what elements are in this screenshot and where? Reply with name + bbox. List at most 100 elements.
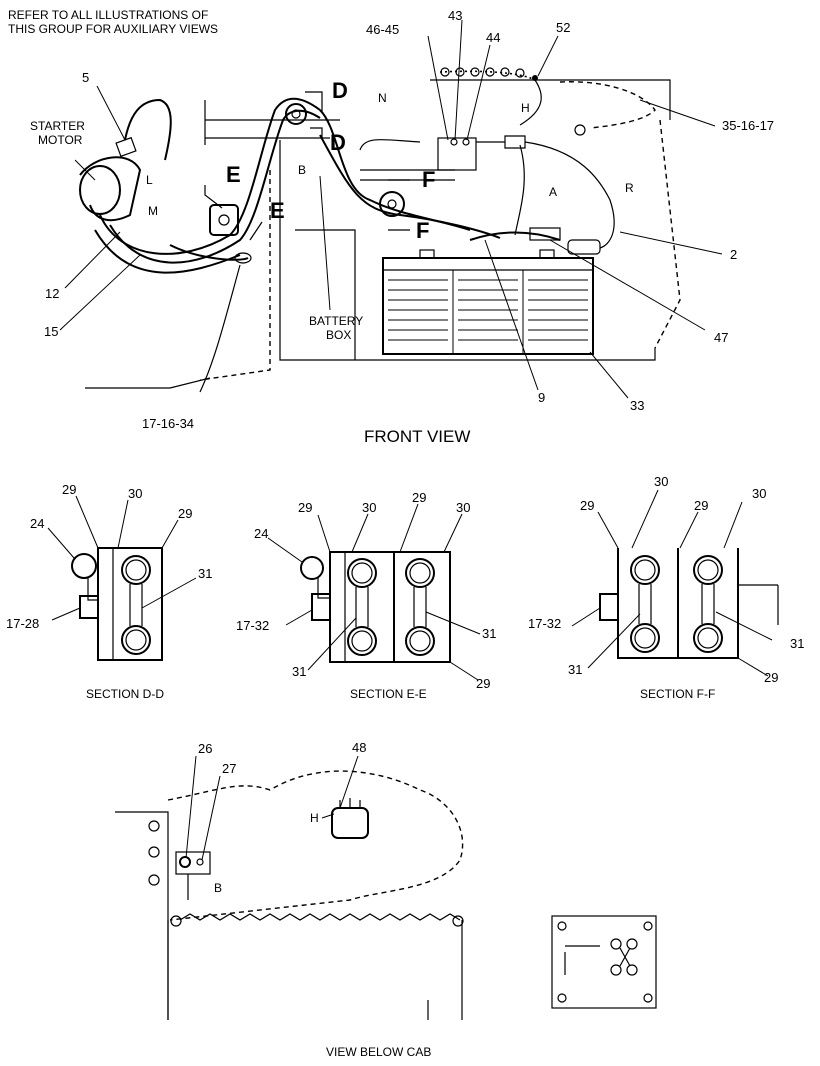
battery-post-pos — [539, 249, 555, 259]
section-mark-f-bottom: F — [416, 218, 429, 243]
header-note-line1: REFER TO ALL ILLUSTRATIONS OF — [8, 8, 208, 22]
ee-callout-24: 24 — [254, 526, 268, 541]
terminal-5 — [115, 136, 137, 158]
cable-35 — [559, 81, 656, 129]
battery-box-label-1: BATTERY — [309, 314, 363, 328]
callout-33: 33 — [630, 398, 644, 413]
cab-callout-27: 27 — [222, 761, 236, 776]
callout-52: 52 — [556, 20, 570, 35]
clip-e — [209, 204, 239, 236]
clip-24 — [71, 553, 97, 579]
callout-9: 9 — [538, 390, 545, 405]
ff-callout-29a: 29 — [580, 498, 594, 513]
leaders-cab — [185, 755, 359, 861]
section-e-marker — [204, 185, 263, 241]
cable-to-battery-2 — [319, 134, 501, 239]
wire-letter-l: L — [146, 173, 153, 187]
ff-callout-29b: 29 — [694, 498, 708, 513]
callout-43: 43 — [448, 8, 462, 23]
starter-motor-body — [79, 165, 121, 215]
ff-callout-17-32: 17-32 — [528, 616, 561, 631]
upper-frame-rail — [430, 79, 671, 120]
cable-m — [109, 109, 321, 264]
cab-callout-26: 26 — [198, 741, 212, 756]
clip-d — [285, 103, 307, 125]
ee-callout-31b: 31 — [482, 626, 496, 641]
terminal-43 — [450, 138, 458, 146]
dd-callout-29a: 29 — [62, 482, 76, 497]
inline-fuse — [476, 135, 526, 149]
ee-callout-29c: 29 — [476, 676, 490, 691]
ff-callout-29c: 29 — [764, 670, 778, 685]
cable-17-16-34 — [169, 244, 249, 261]
ground-terminal — [574, 124, 586, 136]
terminal-27 — [196, 858, 204, 866]
battery-box-inner — [295, 229, 356, 360]
ff-callout-30a: 30 — [654, 474, 668, 489]
terminal-47 — [529, 227, 561, 241]
section-ff: 29 30 29 30 17-32 31 31 29 SECTION F-F — [528, 474, 804, 701]
dd-callout-17-28: 17-28 — [6, 616, 39, 631]
starter-motor-label-2: MOTOR — [38, 133, 83, 147]
dd-callout-29b: 29 — [178, 506, 192, 521]
callout-47: 47 — [714, 330, 728, 345]
ff-callout-30b: 30 — [752, 486, 766, 501]
connector-52 — [532, 75, 538, 81]
mount-bar — [360, 169, 455, 181]
wire-letter-r: R — [625, 181, 634, 195]
terminal-44 — [462, 138, 470, 146]
section-ee: 29 30 29 30 24 17-32 31 31 29 SECTION E-… — [236, 490, 496, 701]
leader-lines — [59, 19, 723, 399]
dd-callout-31: 31 — [198, 566, 212, 581]
leaders-dd — [47, 495, 197, 621]
ee-callout-29a: 29 — [298, 500, 312, 515]
cable-l — [124, 98, 172, 161]
connector-2 — [567, 239, 601, 255]
cab-floor-outline — [167, 770, 464, 921]
harness-beads — [440, 67, 525, 78]
header-note-line2: THIS GROUP FOR AUXILIARY VIEWS — [8, 22, 218, 36]
hidden-frame — [199, 170, 271, 381]
cab-frame-right — [427, 920, 463, 1020]
battery-33 — [382, 257, 594, 355]
clamp-strap — [129, 584, 143, 626]
starter-motor-label-1: STARTER — [30, 119, 85, 133]
battery-box-outline — [279, 140, 656, 361]
ff-callout-31b: 31 — [790, 636, 804, 651]
dd-callout-24: 24 — [30, 516, 44, 531]
section-mark-d-bottom: D — [330, 130, 346, 155]
ee-callout-30b: 30 — [456, 500, 470, 515]
section-mark-f-top: F — [422, 167, 435, 192]
section-d-marker — [305, 91, 323, 140]
serrated-edge — [179, 913, 461, 921]
wire-letter-n: N — [378, 91, 387, 105]
callout-12: 12 — [45, 286, 59, 301]
wire-letter-b: B — [298, 163, 306, 177]
front-view-title: FRONT VIEW — [364, 427, 470, 446]
battery-box-label-2: BOX — [326, 328, 351, 342]
section-f-marker — [388, 179, 410, 231]
callout-46-45: 46-45 — [366, 22, 399, 37]
ee-callout-31a: 31 — [292, 664, 306, 679]
cab-edge-hidden — [654, 119, 681, 349]
view-below-cab-caption: VIEW BELOW CAB — [326, 1045, 431, 1059]
wire-letter-a: A — [549, 185, 557, 199]
leaders-ee — [267, 503, 481, 681]
terminal-plate — [175, 851, 211, 875]
callout-17-16-34: 17-16-34 — [142, 416, 194, 431]
view-below-cab: 26 27 48 H B VIEW BELOW CAB — [115, 740, 657, 1059]
auxiliary-plate — [551, 915, 657, 1009]
section-mark-d-top: D — [332, 78, 348, 103]
section-dd: 29 30 29 24 31 17-28 SECTION D-D — [6, 482, 212, 701]
cab-wire-letter-b: B — [214, 881, 222, 895]
ee-callout-30a: 30 — [362, 500, 376, 515]
cab-callout-48: 48 — [352, 740, 366, 755]
cable-end-17 — [234, 252, 252, 264]
section-ff-caption: SECTION F-F — [640, 687, 715, 701]
section-mark-e-bottom: E — [270, 198, 285, 223]
leaders-ff — [571, 489, 773, 677]
lower-frame — [85, 377, 211, 389]
cable-15 — [94, 229, 241, 274]
cab-wire-letter-h: H — [310, 811, 319, 825]
